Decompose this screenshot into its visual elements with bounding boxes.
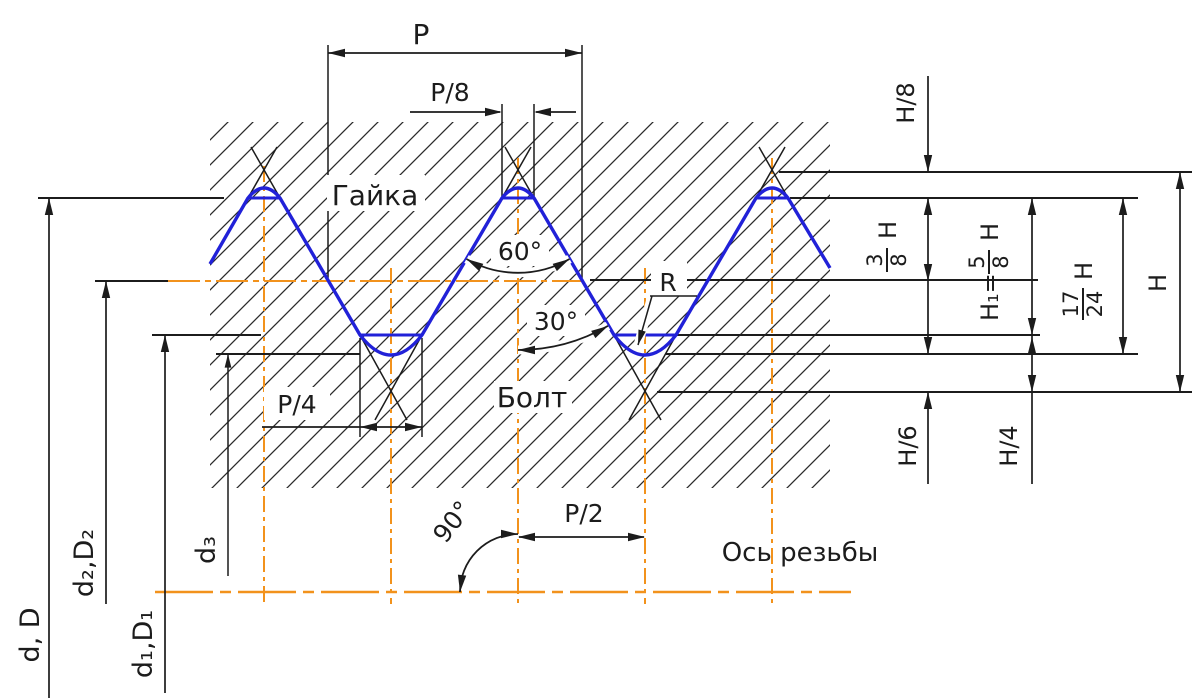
angle30-halo	[527, 305, 585, 336]
svg-text:5: 5	[965, 255, 989, 268]
h-eighth-label: H/8	[892, 82, 920, 123]
bolt-label-halo	[494, 381, 572, 413]
svg-text:3: 3	[863, 253, 887, 266]
p-extension-lines	[327, 45, 583, 278]
angle60-halo	[491, 235, 549, 266]
h1-label: H₁= 5 8 H	[965, 223, 1013, 321]
svg-text:17: 17	[1059, 291, 1083, 318]
pitch-label: P	[413, 18, 430, 51]
svg-text:24: 24	[1083, 291, 1107, 318]
nut-label-halo	[327, 175, 425, 211]
angle-60-label: 60°	[498, 237, 542, 266]
radius-label: R	[659, 268, 676, 297]
arrowheads	[44, 48, 1185, 592]
svg-text:H: H	[1070, 262, 1098, 280]
angle90-arc	[459, 533, 519, 593]
d2-D2-label: d₂,D₂	[69, 529, 100, 597]
bolt-label: Болт	[497, 381, 568, 414]
crest-root-chords	[248, 196, 788, 337]
crest-apex-x	[755, 146, 789, 199]
dimension-lines	[48, 52, 1181, 698]
root-apex-x	[359, 334, 423, 421]
d-D-label: d, D	[15, 607, 46, 662]
label-halos	[264, 175, 687, 420]
crest-apex-x	[501, 146, 535, 199]
section-hatch	[210, 122, 830, 488]
p8-extension-lines	[501, 104, 535, 197]
thread-axis-label: Ось резьбы	[722, 538, 879, 568]
angle-30-label: 30°	[534, 307, 578, 336]
p4-extension-lines	[359, 338, 423, 437]
svg-text:H₁=: H₁=	[976, 273, 1004, 321]
pitch-quarter-label: P/4	[277, 390, 316, 419]
svg-text:H: H	[976, 223, 1004, 241]
h-sixth-label: H/6	[894, 425, 922, 466]
svg-text:H: H	[874, 221, 902, 239]
d3-label: d₃	[191, 536, 222, 564]
crest-apex-x	[247, 146, 281, 199]
root-apex-x	[613, 334, 677, 421]
p4-label-halo	[264, 387, 330, 420]
level-lines	[38, 171, 1192, 393]
svg-text:8: 8	[887, 253, 911, 266]
d1-D1-label: d₁,D₁	[128, 610, 159, 678]
h-total-label: H	[1144, 274, 1172, 292]
construction-lines	[247, 45, 789, 437]
labels: Гайка Болт Ось резьбы P P/8 P/4 P/2 60° …	[15, 18, 1172, 678]
three-eighths-h-label: 3 8 H	[863, 221, 911, 272]
angle-90-label: 90°	[427, 495, 477, 548]
radius-halo	[651, 261, 687, 296]
pitch-half-label: P/2	[564, 499, 603, 528]
nut-label: Гайка	[332, 179, 419, 212]
pitch-eighth-label: P/8	[430, 78, 469, 107]
centerlines	[155, 158, 851, 604]
thread-profile-curve	[208, 186, 832, 357]
h-quarter-label: H/4	[995, 425, 1023, 466]
svg-text:8: 8	[989, 255, 1013, 268]
seventeen-24h-label: 17 24 H	[1059, 262, 1107, 320]
